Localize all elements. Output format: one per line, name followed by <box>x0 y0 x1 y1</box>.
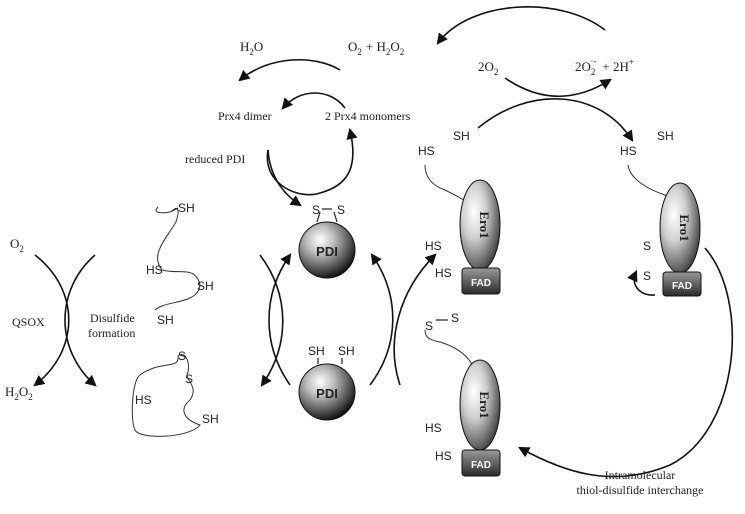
substrate-sh-bottom: SH <box>157 313 174 327</box>
prx4-cycle <box>266 127 358 207</box>
ero1-left-hs-top: HS <box>418 144 435 158</box>
substrate-sh-right: SH <box>197 279 214 293</box>
pdi-sphere-top <box>298 221 356 279</box>
substrate-hs-lower: HS <box>135 393 152 407</box>
pdi-sh1: SH <box>308 344 325 358</box>
ero1-left-fad <box>461 267 501 295</box>
h2o-label: H2O <box>240 39 263 57</box>
ero1-right-hs-top: HS <box>620 144 637 158</box>
substrate-chain-top <box>154 206 201 311</box>
two-o2-label: 2O2 <box>478 59 498 77</box>
ero1-right-s2: S <box>643 269 651 283</box>
ero1-reoxidation-arrow <box>477 98 634 142</box>
ero1-bottom: S S Ero1 FAD HS HS <box>424 311 501 477</box>
qsox-label: QSOX <box>12 315 45 329</box>
interchange-caption-1: Intramolecular <box>605 468 676 482</box>
substrate-hs-left: HS <box>146 263 163 277</box>
substrate-reduced: SH HS SH SH Disulfide formation <box>88 201 214 340</box>
ero1-right-s1: S <box>643 239 651 253</box>
reduced-pdi-label: reduced PDI <box>185 152 245 166</box>
qsox-h2o2-arc <box>64 254 97 387</box>
superoxide-formation-arc <box>504 77 612 97</box>
ero1-right: HS SH Ero1 FAD S S <box>620 129 702 297</box>
ero1-left-name: Ero1 <box>477 211 492 238</box>
ero1-right-fad <box>662 271 702 297</box>
ero1-bottom-fad-label: FAD <box>471 460 491 471</box>
pdi-bond-left <box>316 211 321 223</box>
h2o2-to-h2o-arc <box>238 58 341 82</box>
pdi-left-outer <box>259 254 284 387</box>
pdi-s2: S <box>337 203 345 217</box>
superoxide-label: 2O2·-+ 2H+ <box>575 56 634 77</box>
ero1-bottom-fad <box>461 449 501 477</box>
interchange-caption-2: thiol-disulfide interchange <box>577 483 704 497</box>
substrate-chain-bottom <box>131 354 201 437</box>
pdi-left-inner <box>268 253 292 386</box>
ero1-left-hs-mid: HS <box>425 239 442 253</box>
qsox-cycle <box>33 254 97 387</box>
pdi-label-bottom: PDI <box>316 386 338 401</box>
prx4-loop-arc <box>266 127 358 196</box>
ero1-bottom-s2: S <box>451 311 459 325</box>
pdi-reduced: PDI SH SH <box>298 344 356 421</box>
substrate-caption-2: formation <box>88 326 135 340</box>
reduced-pdi-arrow <box>267 149 302 207</box>
ero1-left: HS SH Ero1 FAD HS HS <box>418 129 501 295</box>
ero1-left-hs-low: HS <box>435 266 452 280</box>
ero1-bottom-hs-mid: HS <box>425 421 442 435</box>
pdi-label-top: PDI <box>316 244 338 259</box>
qsox-h2o2-label: H2O2 <box>5 384 33 402</box>
pdi-oxidized: PDI S S <box>298 203 356 279</box>
substrate-s1: S <box>178 349 186 363</box>
substrate-sh-lower: SH <box>202 412 219 426</box>
ero1-bottom-hs-low: HS <box>435 449 452 463</box>
labels: H2O O2+ H2O2 2O2 2O2·-+ 2H+ Prx4 dimer 2… <box>5 39 703 497</box>
prx-dimer-arc <box>281 92 346 110</box>
prx4-monomers-label: 2 Prx4 monomers <box>325 109 411 123</box>
ero1-right-sh-top: SH <box>657 129 674 143</box>
substrate-sh-bond <box>171 207 179 212</box>
superoxide-return-arrow <box>436 6 606 45</box>
pdi-s1: S <box>312 203 320 217</box>
intramolecular-interchange-arrow <box>518 247 734 478</box>
ero1-right-name: Ero1 <box>677 214 692 241</box>
substrate-s2: S <box>185 372 193 386</box>
ero1-bottom-name: Ero1 <box>477 391 492 418</box>
pdi-to-ero1-arrow <box>393 253 437 386</box>
substrate-oxidized: S S HS SH <box>131 349 219 437</box>
ero1-bottom-s1: S <box>425 319 433 333</box>
ero1-left-fad-label: FAD <box>471 278 491 289</box>
substrate-sh-top: SH <box>178 201 195 215</box>
pdi-cycle <box>259 253 437 387</box>
pdi-bond-right <box>333 211 338 223</box>
pdi-sphere-bottom <box>298 363 356 421</box>
pdi-sh2: SH <box>338 344 355 358</box>
qsox-o2-arc <box>33 254 70 387</box>
top-peroxide-arrows <box>238 6 634 142</box>
ero1-bottom-chain <box>424 329 476 371</box>
qsox-o2-label: O2 <box>10 236 24 254</box>
substrate-caption-1: Disulfide <box>90 311 135 325</box>
o2-h2o2-label: O2+ H2O2 <box>348 39 404 57</box>
pdi-right-return <box>369 253 394 386</box>
ero1-electron-transfer-arrow <box>627 269 656 296</box>
ero1-left-sh-top: SH <box>453 129 470 143</box>
ero1-right-fad-label: FAD <box>672 281 692 292</box>
prx4-dimer-label: Prx4 dimer <box>218 109 272 123</box>
